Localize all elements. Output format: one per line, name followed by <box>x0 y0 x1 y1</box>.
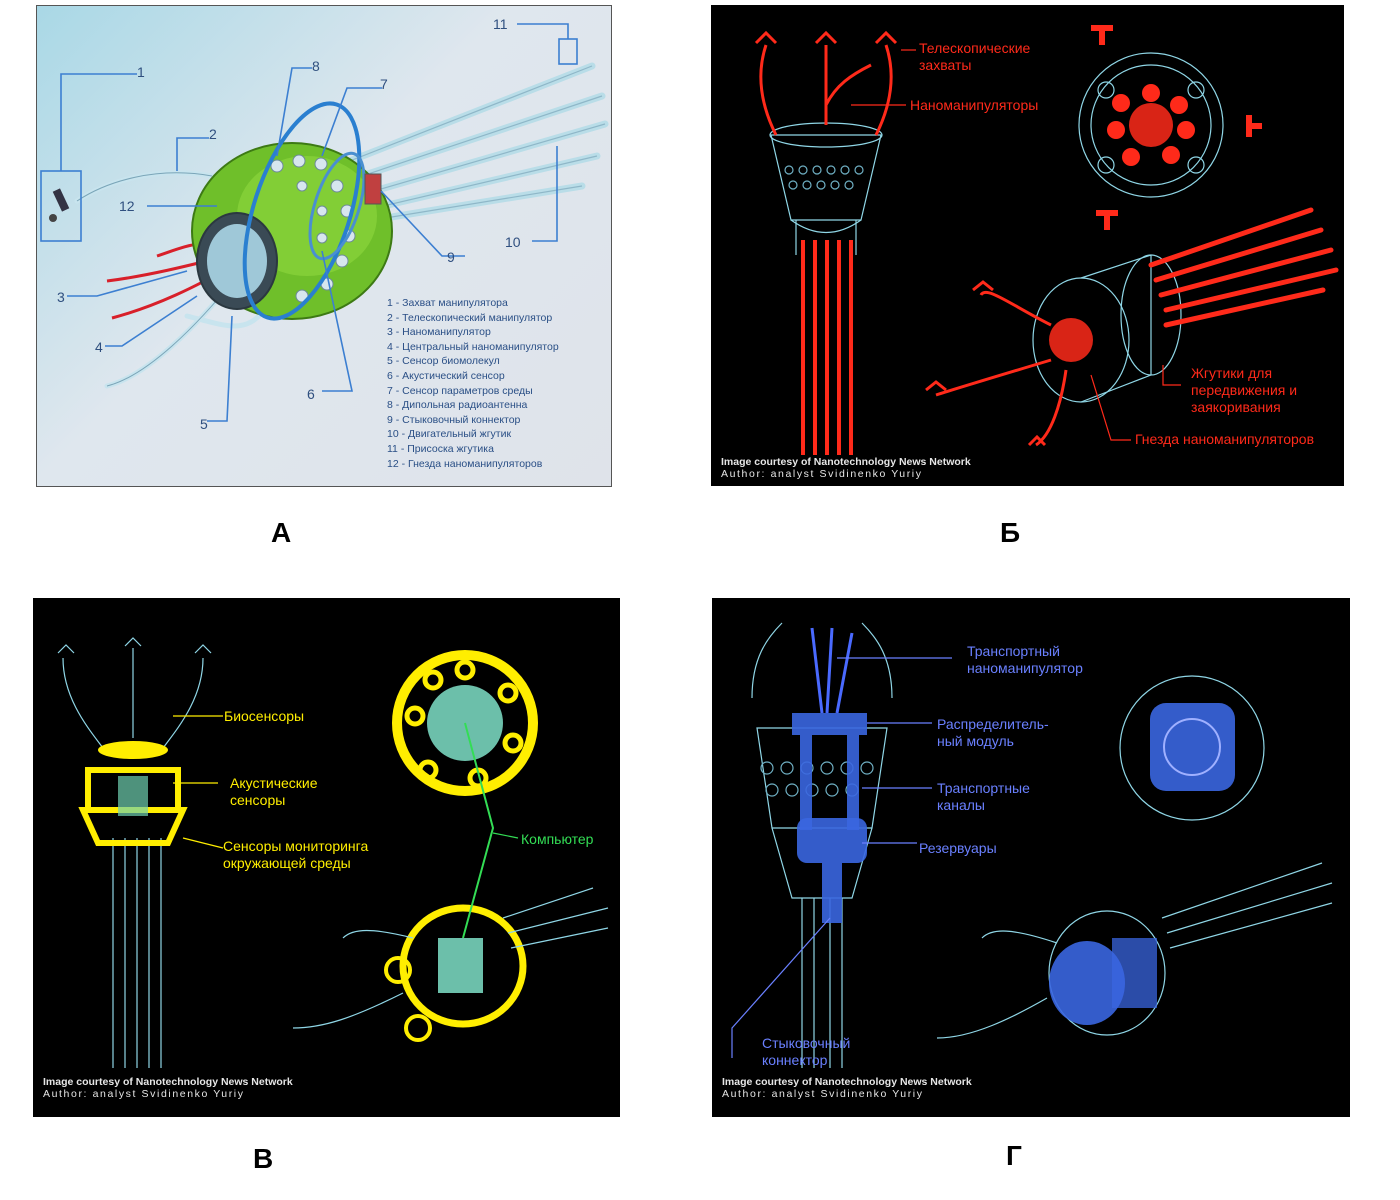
label-reservoirs: Резервуары <box>919 840 997 856</box>
grip-icons <box>1091 25 1262 230</box>
legend-item: 2 - Телескопический манипулятор <box>387 311 553 324</box>
legend-item: 1 - Захват манипулятора <box>387 297 508 309</box>
credit-author: Author: analyst Svidinenko Yuriy <box>721 468 923 480</box>
panel-g: Транспортный наноманипулятор Распределит… <box>712 598 1350 1117</box>
callout-11: 11 <box>493 16 508 32</box>
callout-5: 5 <box>200 416 208 432</box>
sensor-array-yellow <box>78 741 188 846</box>
panel-g-illustration <box>731 622 1333 1068</box>
legend-item: 4 - Центральный наноманипулятор <box>387 340 559 353</box>
grip-icon <box>49 188 70 222</box>
docking-connector <box>364 173 382 205</box>
legend: 1 - Захват манипулятора 2 - Телескопичес… <box>387 296 559 471</box>
panel-b: Телескопические захваты Наноманипуляторы… <box>711 5 1344 486</box>
robot-iso-view <box>1032 254 1182 403</box>
robot-iso-view <box>384 904 527 1042</box>
credit: Image courtesy of Nanotechnology News Ne… <box>721 456 971 480</box>
legend-item: 3 - Наноманипулятор <box>387 326 491 339</box>
robot-top-view <box>1078 52 1224 198</box>
label-sockets: Гнезда наноманипуляторов <box>1135 431 1315 447</box>
caption-b: Б <box>1000 517 1021 548</box>
legend-item: 5 - Сенсор биомолекул <box>387 355 500 368</box>
credit-source: Image courtesy of Nanotechnology News Ne… <box>43 1076 293 1088</box>
caption-g: Г <box>1006 1140 1022 1171</box>
credit: Image courtesy of Nanotechnology News Ne… <box>43 1076 293 1100</box>
callout-12: 12 <box>119 198 135 214</box>
label-computer: Компьютер <box>521 831 594 847</box>
label-monitoring: Сенсоры мониторинга окружающей среды <box>223 838 369 871</box>
panel-v: Биосенсоры Акустические сенсоры Сенсоры … <box>33 598 620 1117</box>
callout-2: 2 <box>209 126 217 142</box>
flagella-red <box>801 240 853 455</box>
leader-lines <box>40 23 578 422</box>
label-telescopic-grips: Телескопические захваты <box>919 40 1031 73</box>
callout-10: 10 <box>505 234 521 250</box>
label-transport-manipulator: Транспортный наноманипулятор <box>967 643 1083 676</box>
credit-author: Author: analyst Svidinenko Yuriy <box>722 1088 924 1100</box>
callout-7: 7 <box>380 76 388 92</box>
callout-1: 1 <box>137 64 145 80</box>
label-flagella: Жгутики для передвижения и заякоривания <box>1191 365 1298 415</box>
robot-top-view <box>1119 675 1265 821</box>
manipulator-sockets-top <box>1107 84 1195 166</box>
label-docking-connector: Стыковочный коннектор <box>762 1035 851 1068</box>
credit: Image courtesy of Nanotechnology News Ne… <box>722 1076 972 1100</box>
transport-system <box>792 627 867 923</box>
label-nanomanipulators: Наноманипуляторы <box>910 97 1039 113</box>
legend-item: 12 - Гнезда наноманипуляторов <box>387 457 543 470</box>
legend-item: 7 - Сенсор параметров среды <box>387 384 533 397</box>
credit-source: Image courtesy of Nanotechnology News Ne… <box>722 1076 972 1088</box>
robot-iso-view <box>1048 910 1166 1036</box>
telescopic-grips <box>754 30 898 136</box>
callout-3: 3 <box>57 289 65 305</box>
callout-4: 4 <box>95 339 103 355</box>
label-biosensors: Биосенсоры <box>224 708 305 724</box>
credit-source: Image courtesy of Nanotechnology News Ne… <box>721 456 971 468</box>
panel-a: 1 2 3 4 5 6 7 8 9 10 11 12 1 - Захват ма… <box>36 5 612 487</box>
manipulators-iso <box>925 280 1068 447</box>
flagella-iso <box>1148 207 1339 328</box>
caption-v: В <box>253 1143 274 1174</box>
legend-item: 9 - Стыковочный коннектор <box>387 413 521 426</box>
callout-9: 9 <box>447 249 455 265</box>
legend-item: 11 - Присоска жгутика <box>387 442 494 455</box>
callout-8: 8 <box>312 58 320 74</box>
label-distribution-module: Распределитель- ный модуль <box>937 716 1049 749</box>
panel-a-illustration <box>40 23 609 422</box>
robot-front-view <box>57 637 212 1068</box>
credit-author: Author: analyst Svidinenko Yuriy <box>43 1088 245 1100</box>
panel-v-illustration <box>57 637 609 1068</box>
label-transport-channels: Транспортные каналы <box>937 780 1030 813</box>
panel-b-illustration <box>754 25 1339 455</box>
legend-item: 6 - Акустический сенсор <box>387 369 505 382</box>
robot-front-view <box>769 122 883 255</box>
label-acoustic: Акустические сенсоры <box>230 775 318 808</box>
callout-6: 6 <box>307 386 315 402</box>
legend-item: 10 - Двигательный жгутик <box>387 428 512 441</box>
antenna-ring <box>242 101 362 321</box>
caption-a: А <box>271 517 292 548</box>
legend-item: 8 - Дипольная радиоантенна <box>387 399 528 412</box>
